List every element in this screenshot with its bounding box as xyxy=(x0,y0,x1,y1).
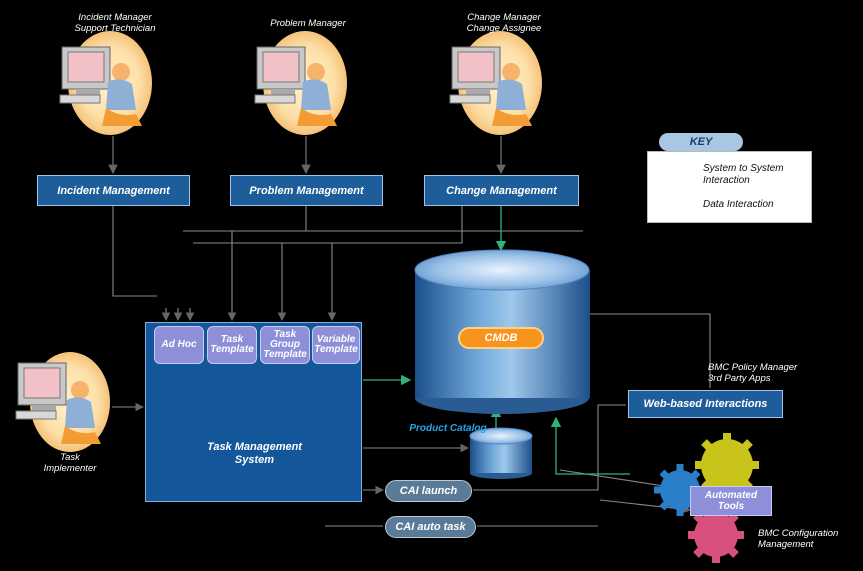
incident-management-box[interactable]: Incident Management xyxy=(37,175,190,206)
tab-label: Template xyxy=(263,349,307,360)
role-label-implementer: Task Implementer xyxy=(20,452,120,474)
tab-task-template[interactable]: Task Template xyxy=(207,326,257,364)
role-line: Change Assignee xyxy=(466,23,542,34)
tab-label: Task xyxy=(220,334,244,345)
task-management-system[interactable]: Ad Hoc Task Template Task Group Template… xyxy=(145,322,362,502)
workstation-icon-problem xyxy=(254,31,347,135)
tab-label: Template xyxy=(314,344,358,355)
config-management-label: BMC Configuration Management xyxy=(758,528,858,550)
tms-title-line: System xyxy=(234,454,275,466)
role-line: Support Technician xyxy=(74,23,156,34)
role-line: Task xyxy=(60,452,80,463)
role-line: Change Manager xyxy=(467,12,541,23)
tab-variable-template[interactable]: Variable Template xyxy=(312,326,360,364)
workstation-icon-implementer xyxy=(15,352,110,452)
key-system-to-system: System to System Interaction xyxy=(703,163,808,187)
workstation-icon-change xyxy=(449,31,542,135)
key-line: Interaction xyxy=(703,175,750,186)
role-line: Problem Manager xyxy=(270,18,346,29)
tab-label: Template xyxy=(210,344,254,355)
cmdb-label[interactable]: CMDB xyxy=(458,327,544,349)
policy-manager-label: BMC Policy Manager 3rd Party Apps xyxy=(708,362,838,384)
external-line: 3rd Party Apps xyxy=(708,373,771,384)
tab-label: Task xyxy=(273,329,297,340)
key-legend xyxy=(647,151,812,223)
role-label-incident: Incident Manager Support Technician xyxy=(55,12,175,34)
change-management-box[interactable]: Change Management xyxy=(424,175,579,206)
tab-ad-hoc[interactable]: Ad Hoc xyxy=(154,326,204,364)
cai-auto-task-pill[interactable]: CAI auto task xyxy=(385,516,476,538)
external-line: BMC Configuration xyxy=(758,528,839,539)
gear-icon-pink xyxy=(688,507,744,563)
external-line: BMC Policy Manager xyxy=(708,362,798,373)
tab-task-group-template[interactable]: Task Group Template xyxy=(260,326,310,364)
role-line: Implementer xyxy=(43,463,97,474)
automated-tools-box[interactable]: Automated Tools xyxy=(690,486,772,516)
tms-title: Task Management System xyxy=(146,441,363,467)
tab-label: Group xyxy=(270,339,300,350)
automated-tools-line: Automated xyxy=(704,490,758,501)
workstation-icon-incident xyxy=(59,31,152,135)
tab-label: Variable xyxy=(316,334,356,345)
key-title: KEY xyxy=(659,133,743,151)
role-label-problem: Problem Manager xyxy=(248,18,368,29)
tab-label: Ad Hoc xyxy=(161,339,197,350)
tms-title-line: Task Management xyxy=(207,441,302,453)
web-based-interactions-box[interactable]: Web-based Interactions xyxy=(628,390,783,418)
key-line: System to System xyxy=(703,163,784,174)
problem-management-box[interactable]: Problem Management xyxy=(230,175,383,206)
role-line: Incident Manager xyxy=(78,12,152,23)
key-data-interaction: Data Interaction xyxy=(703,199,774,210)
gear-icon-yellow xyxy=(695,433,759,497)
cai-launch-pill[interactable]: CAI launch xyxy=(385,480,472,502)
role-label-change: Change Manager Change Assignee xyxy=(444,12,564,34)
automated-tools-line: Tools xyxy=(717,501,745,512)
product-catalog-cylinder xyxy=(469,427,533,479)
external-line: Management xyxy=(758,539,814,550)
product-catalog-label: Product Catalog xyxy=(409,423,487,434)
